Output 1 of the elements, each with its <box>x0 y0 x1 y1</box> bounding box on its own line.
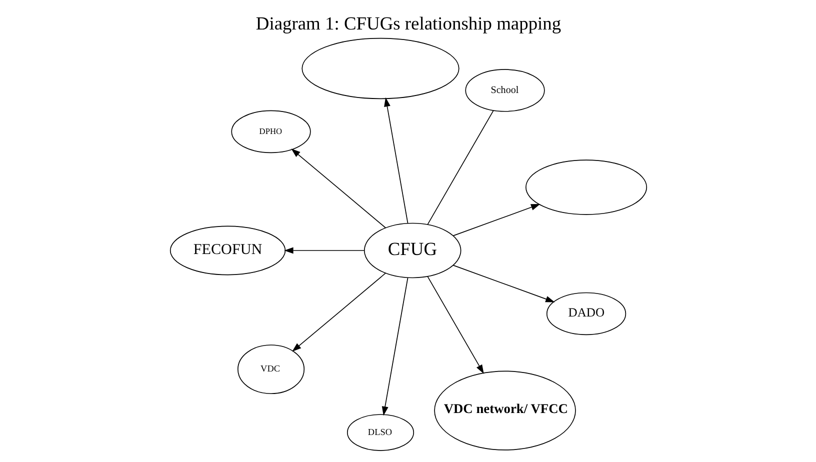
diagram-title: Diagram 1: CFUGs relationship mapping <box>255 14 561 34</box>
